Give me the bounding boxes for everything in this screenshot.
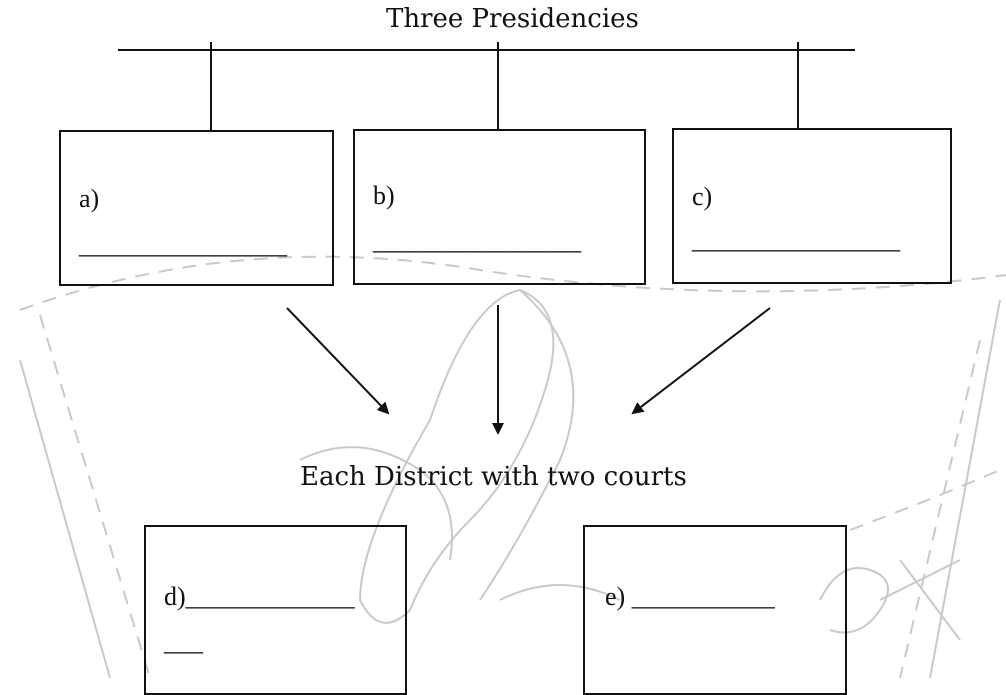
box-c-blank[interactable]: ________________ [692,225,900,254]
box-d-label[interactable]: d)_____________ [164,582,355,611]
box-a-label: a) [79,184,100,213]
box-e: e) ___________ [583,525,847,695]
box-d: d)_____________ ___ [144,525,407,695]
box-c: c) ________________ [672,128,952,284]
box-a: a) ________________ [59,130,334,286]
diagram-subtitle: Each District with two courts [300,462,687,492]
box-b: b) ________________ [353,129,646,285]
diagram-title: Three Presidencies [386,4,639,34]
box-c-label: c) [692,182,713,211]
watermark-emblem [19,255,1006,678]
arrow-c [631,307,771,415]
box-b-label: b) [373,181,395,210]
box-d-blank[interactable]: ___ [164,627,203,656]
arrow-a [286,307,390,415]
box-e-label[interactable]: e) ___________ [605,582,775,611]
flowchart-canvas [19,42,1006,678]
box-b-blank[interactable]: ________________ [373,226,581,255]
box-a-blank[interactable]: ________________ [79,230,287,259]
